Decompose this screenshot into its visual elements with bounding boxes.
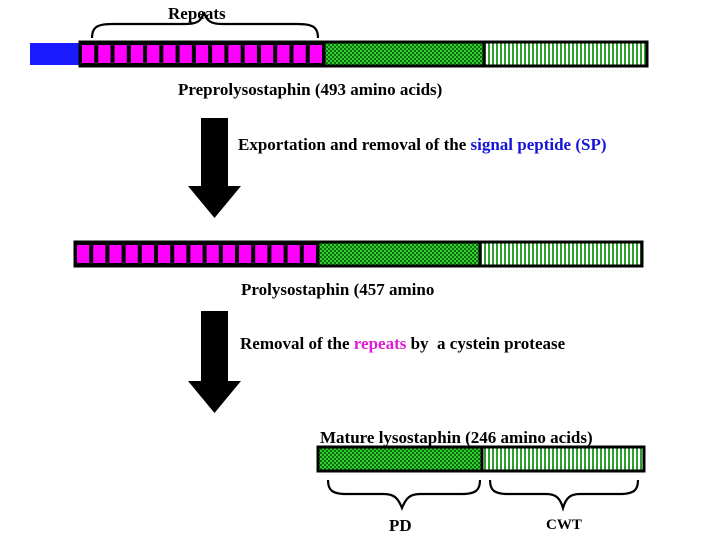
bar-outline: [73, 240, 644, 268]
step2-prefix: Removal of the: [240, 334, 354, 353]
repeat-unit: [212, 45, 225, 63]
repeat-unit: [130, 45, 144, 63]
repeat-unit: [309, 45, 322, 63]
repeat-unit: [206, 245, 219, 263]
repeat-unit: [125, 245, 138, 263]
repeats-brace: [90, 11, 320, 39]
cell-wall-targeting-segment: [482, 447, 644, 471]
cwt-label: CWT: [546, 517, 582, 533]
repeat-unit: [244, 45, 257, 63]
step2-caption: Removal of the repeats by a cystein prot…: [240, 335, 565, 352]
bar-outline: [78, 40, 649, 68]
repeat-units: [77, 245, 316, 263]
propeptide-domain-segment: [324, 43, 484, 65]
repeat-unit: [163, 45, 176, 63]
repeat-unit: [195, 45, 209, 63]
repeat-unit: [93, 245, 106, 263]
repeat-unit: [174, 245, 187, 263]
repeat-unit: [303, 245, 316, 263]
step1-prefix: Exportation and removal of the: [238, 135, 471, 154]
repeat-unit: [293, 45, 306, 63]
step2-highlight-repeats: repeats: [353, 334, 407, 353]
mature-lysostaphin-label: Mature lysostaphin (246 amino acids): [320, 428, 593, 447]
processing-arrow-2: [188, 311, 241, 413]
repeat-unit: [98, 45, 111, 63]
repeat-unit: [141, 245, 154, 263]
pd-brace: [326, 479, 482, 511]
repeat-unit: [287, 245, 300, 263]
preprolysostaphin-label: Preprolysostaphin (493 amino acids): [178, 80, 443, 99]
repeat-unit: [147, 45, 160, 63]
cell-wall-targeting-segment: [480, 243, 642, 265]
repeat-unit: [114, 45, 127, 63]
repeat-unit: [277, 45, 290, 63]
repeat-units: [82, 45, 322, 63]
repeat-unit: [255, 245, 268, 263]
propeptide-domain-segment: [318, 447, 482, 471]
prolysostaphin-bar: [73, 240, 644, 268]
repeat-unit: [239, 245, 252, 263]
propeptide-domain-segment: [318, 243, 480, 265]
preprolysostaphin-bar: [30, 40, 649, 68]
repeat-unit: [109, 245, 122, 263]
cwt-brace: [488, 479, 640, 512]
repeat-unit: [82, 45, 95, 63]
step1-highlight-signal-peptide: signal peptide (SP): [470, 135, 607, 154]
repeats-label: Repeats: [168, 4, 226, 23]
step1-caption: Exportation and removal of the signal pe…: [238, 136, 607, 153]
repeat-unit: [260, 45, 274, 63]
repeat-unit: [77, 245, 90, 263]
processing-arrow-1: [188, 118, 241, 218]
repeat-unit: [228, 45, 241, 63]
repeat-unit: [158, 245, 171, 263]
repeat-unit: [271, 245, 284, 263]
prolysostaphin-label: Prolysostaphin (457 amino: [241, 280, 435, 299]
step2-suffix: by a cystein protease: [406, 334, 566, 353]
repeat-unit: [179, 45, 192, 63]
repeat-unit: [190, 245, 203, 263]
cell-wall-targeting-segment: [484, 43, 647, 65]
repeat-unit: [222, 245, 235, 263]
signal-peptide-segment: [30, 43, 80, 65]
mature-lysostaphin-bar: [316, 445, 646, 473]
pd-label: PD: [389, 516, 412, 535]
